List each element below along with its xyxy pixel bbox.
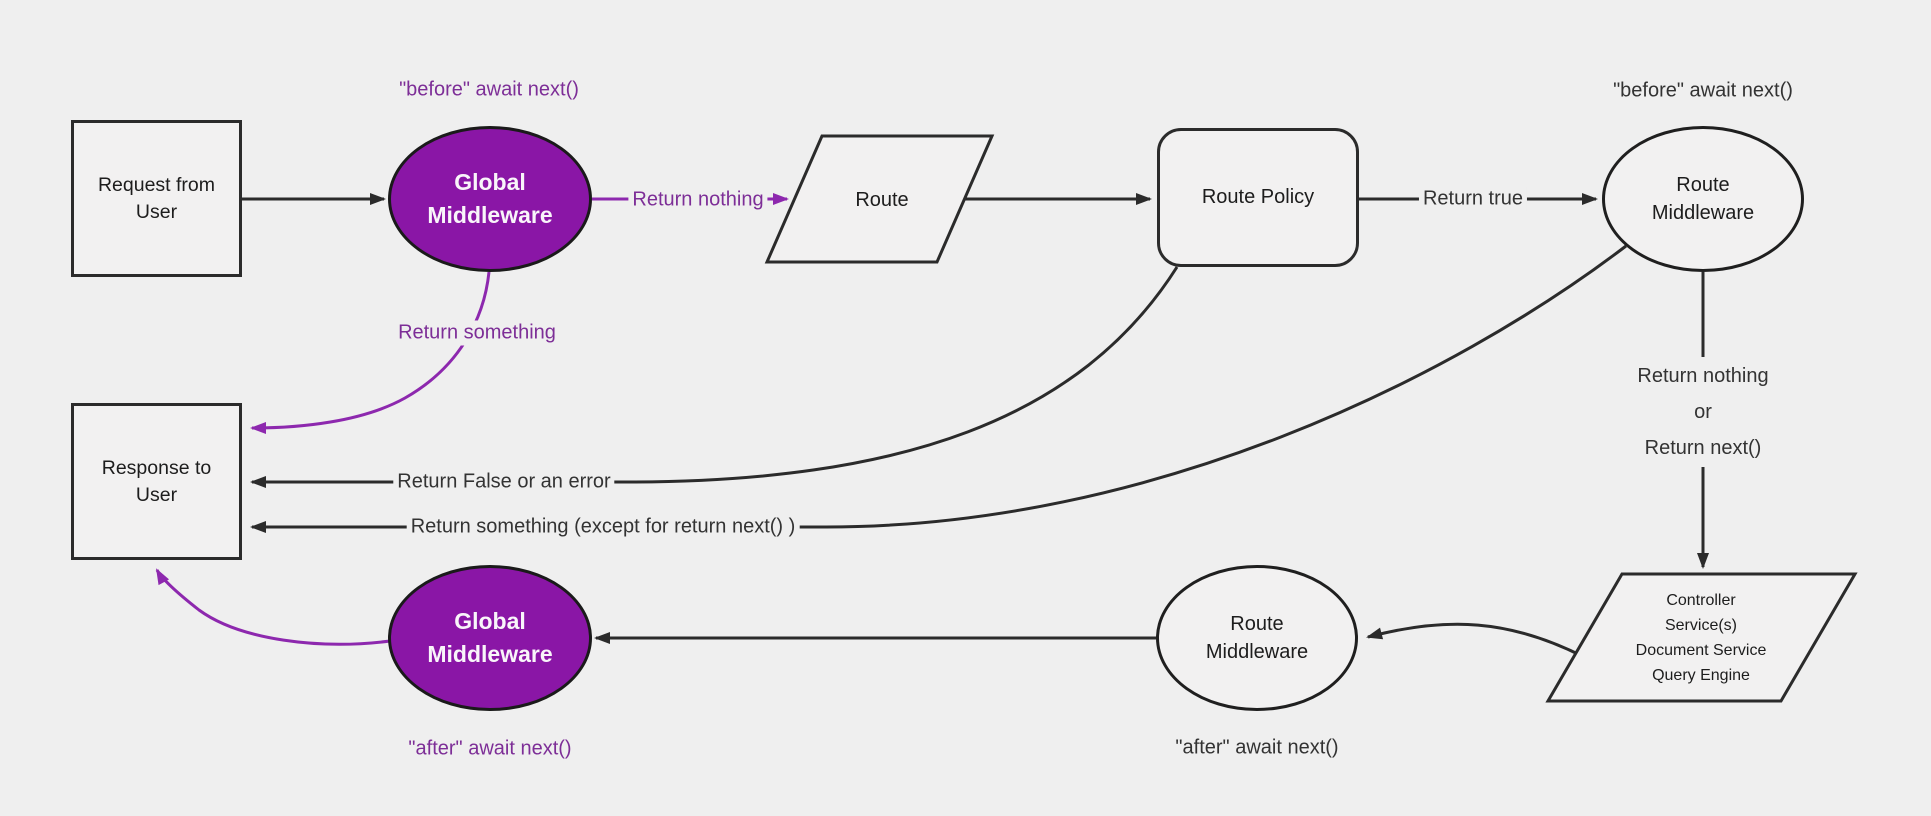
route-policy-node: Route Policy <box>1157 128 1359 267</box>
controller-node-label: Controller Service(s) Document Service Q… <box>1635 592 1767 684</box>
edge-global-middleware-to-response-return-something <box>250 271 491 434</box>
edge-label-return-true: Return true <box>1418 186 1528 212</box>
route-middleware-bottom-node: Route Middleware <box>1156 565 1358 711</box>
global-middleware-top-label: Global Middleware <box>427 169 553 228</box>
edge-label-return-nothing: Return nothing <box>628 187 768 213</box>
edge-label-before-await-next-left: "before" await next() <box>399 78 579 101</box>
edge-controller-to-route-middleware-bottom <box>1366 622 1583 658</box>
edge-route-middleware-to-response-return-something-except <box>250 244 1627 533</box>
edge-route-policy-to-response-return-false <box>250 266 1179 488</box>
route-middleware-top-label: Route Middleware <box>1651 174 1755 224</box>
response-to-user-label: Response to User <box>101 456 212 506</box>
edge-label-return-false-or-error: Return False or an error <box>393 469 615 495</box>
edge-label-before-await-next-right: "before" await next() <box>1613 79 1793 102</box>
edge-global-middleware-bottom-to-response <box>155 568 391 646</box>
route-policy-label: Route Policy <box>1201 186 1315 208</box>
global-middleware-bottom-label: Global Middleware <box>427 608 553 667</box>
edge-label-return-something: Return something <box>394 320 560 346</box>
route-parallelogram-shape <box>764 134 995 264</box>
route-middleware-bottom-label: Route Middleware <box>1205 613 1309 663</box>
response-to-user-node: Response to User <box>71 403 242 560</box>
edge-label-after-await-next-right: "after" await next() <box>1175 736 1339 759</box>
edge-label-return-nothing-or-next: Return nothing or Return next() <box>1633 357 1773 467</box>
edge-label-after-await-next-left: "after" await next() <box>408 737 572 760</box>
route-middleware-top-node: Route Middleware <box>1602 126 1804 272</box>
global-middleware-bottom-node: Global Middleware <box>388 565 592 711</box>
global-middleware-top-node: Global Middleware <box>388 126 592 272</box>
route-node-label: Route <box>855 188 909 211</box>
request-from-user-node: Request from User <box>71 120 242 277</box>
request-from-user-label: Request from User <box>97 173 216 223</box>
edge-label-return-something-except: Return something (except for return next… <box>406 514 800 540</box>
controller-parallelogram-shape <box>1545 572 1858 703</box>
